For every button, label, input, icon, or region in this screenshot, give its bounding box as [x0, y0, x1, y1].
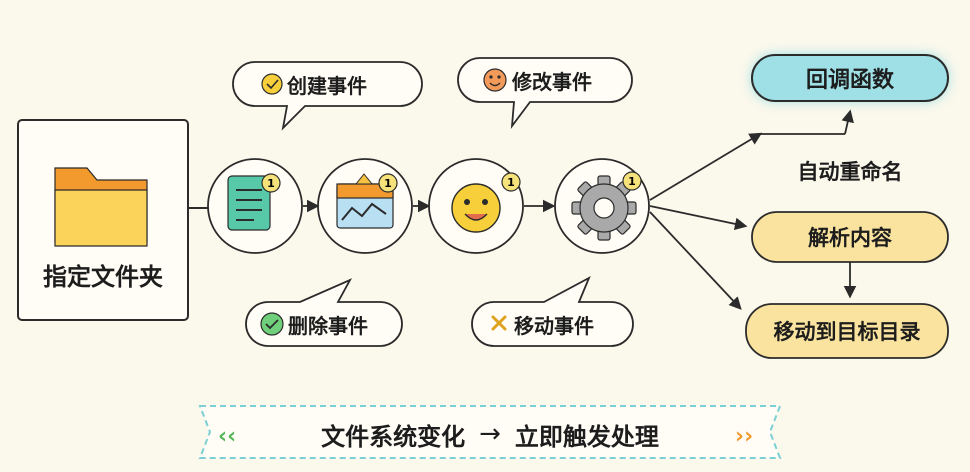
move-box — [745, 303, 949, 359]
badge-count: 1 — [507, 176, 515, 189]
parse-box — [751, 211, 949, 263]
fanout-arrows — [649, 109, 857, 310]
event-bubble-create — [232, 61, 423, 131]
banner-text: 文件系统变化 → 立即触发处理 — [260, 416, 720, 452]
smile-check-icon — [261, 73, 283, 95]
callback-label: 回调函数 — [805, 68, 894, 93]
badge-count: 1 — [384, 177, 392, 190]
badge-count: 1 — [267, 177, 275, 190]
source-folder-label: 指定文件夹 — [43, 262, 163, 291]
smile-face-icon — [483, 68, 507, 92]
stage-image-chart — [317, 158, 413, 254]
event-label-delete: 删除事件 — [288, 313, 368, 338]
event-label-move: 移动事件 — [514, 313, 594, 338]
event-bubble-delete — [245, 278, 403, 347]
event-bubble-modify — [457, 57, 633, 130]
stage-smiley — [428, 158, 524, 254]
stage-gear — [554, 158, 650, 254]
move-label: 移动到目标目录 — [773, 320, 921, 344]
badge-count: 1 — [628, 175, 636, 188]
folder-icon — [54, 167, 148, 247]
stage-document — [207, 158, 303, 254]
check-circle-icon — [260, 312, 284, 336]
chevron-right-icon: ›› — [735, 424, 753, 449]
source-folder-box — [17, 119, 189, 321]
bottom-banner: ‹‹ ›› — [198, 405, 782, 459]
gear-icon — [571, 175, 637, 241]
banner-right-text: 立即触发处理 — [514, 422, 659, 451]
event-label-modify: 修改事件 — [512, 69, 592, 94]
parse-label: 解析内容 — [808, 226, 892, 250]
document-icon — [227, 175, 271, 231]
banner-arrow: → — [479, 419, 501, 449]
chevron-left-icon: ‹‹ — [218, 424, 236, 449]
rename-label: 自动重命名 — [770, 154, 930, 188]
cross-x-icon — [491, 315, 507, 331]
event-label-create: 创建事件 — [287, 73, 367, 98]
event-bubble-move — [471, 276, 634, 347]
image-chart-icon — [336, 173, 394, 229]
stage-badges: 1 1 1 1 — [261, 171, 642, 193]
smiley-icon — [451, 183, 501, 233]
callback-box — [751, 54, 949, 102]
banner-left-text: 文件系统变化 — [321, 422, 466, 451]
